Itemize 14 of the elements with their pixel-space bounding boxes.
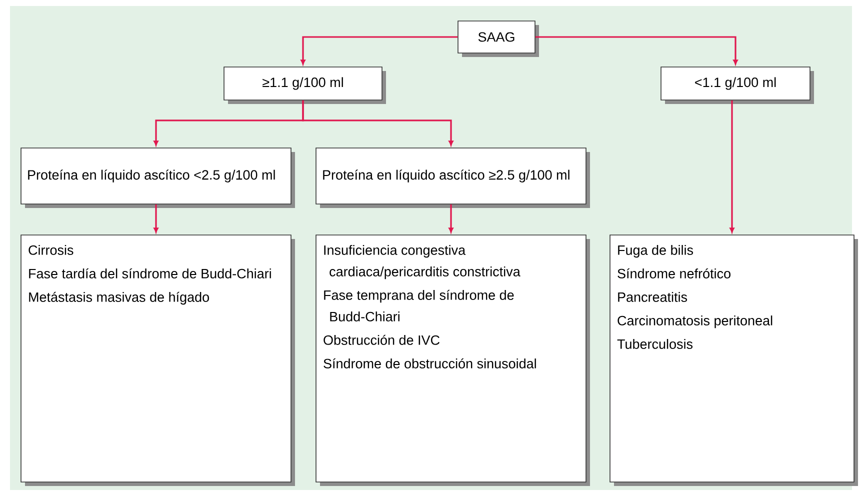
criterion-box: Proteína en líquido ascítico <2.5 g/100 ml <box>20 148 295 208</box>
decision-box: <1.1 g/100 ml <box>660 66 814 104</box>
arrow <box>300 36 458 65</box>
arrow <box>730 100 734 233</box>
cause-list-box: Fuga de bilis Síndrome nefrótico Pancreatitis Carcinomatosis peritoneal Tuberculosis <box>610 234 858 486</box>
cause-list-box: Cirrosis Fase tardía del síndrome de Budd-Chiari Metástasis masivas de hígado <box>20 234 295 486</box>
arrow <box>154 204 158 233</box>
decision-box: SAAG <box>458 20 539 57</box>
arrow <box>448 204 454 233</box>
arrow <box>302 100 454 146</box>
cause-list-box: Insuficiencia congestiva cardiaca/pericarditis constrictiva Fase temprana del síndrome de Budd-Chiari Obstrucción de IVC Síndrome de obstrucción sinusoidal <box>316 234 590 486</box>
arrow <box>535 36 738 65</box>
criterion-box: Proteína en líquido ascítico ≥2.5 g/100 ml <box>316 148 590 208</box>
decision-box: ≥1.1 g/100 ml <box>224 66 386 104</box>
